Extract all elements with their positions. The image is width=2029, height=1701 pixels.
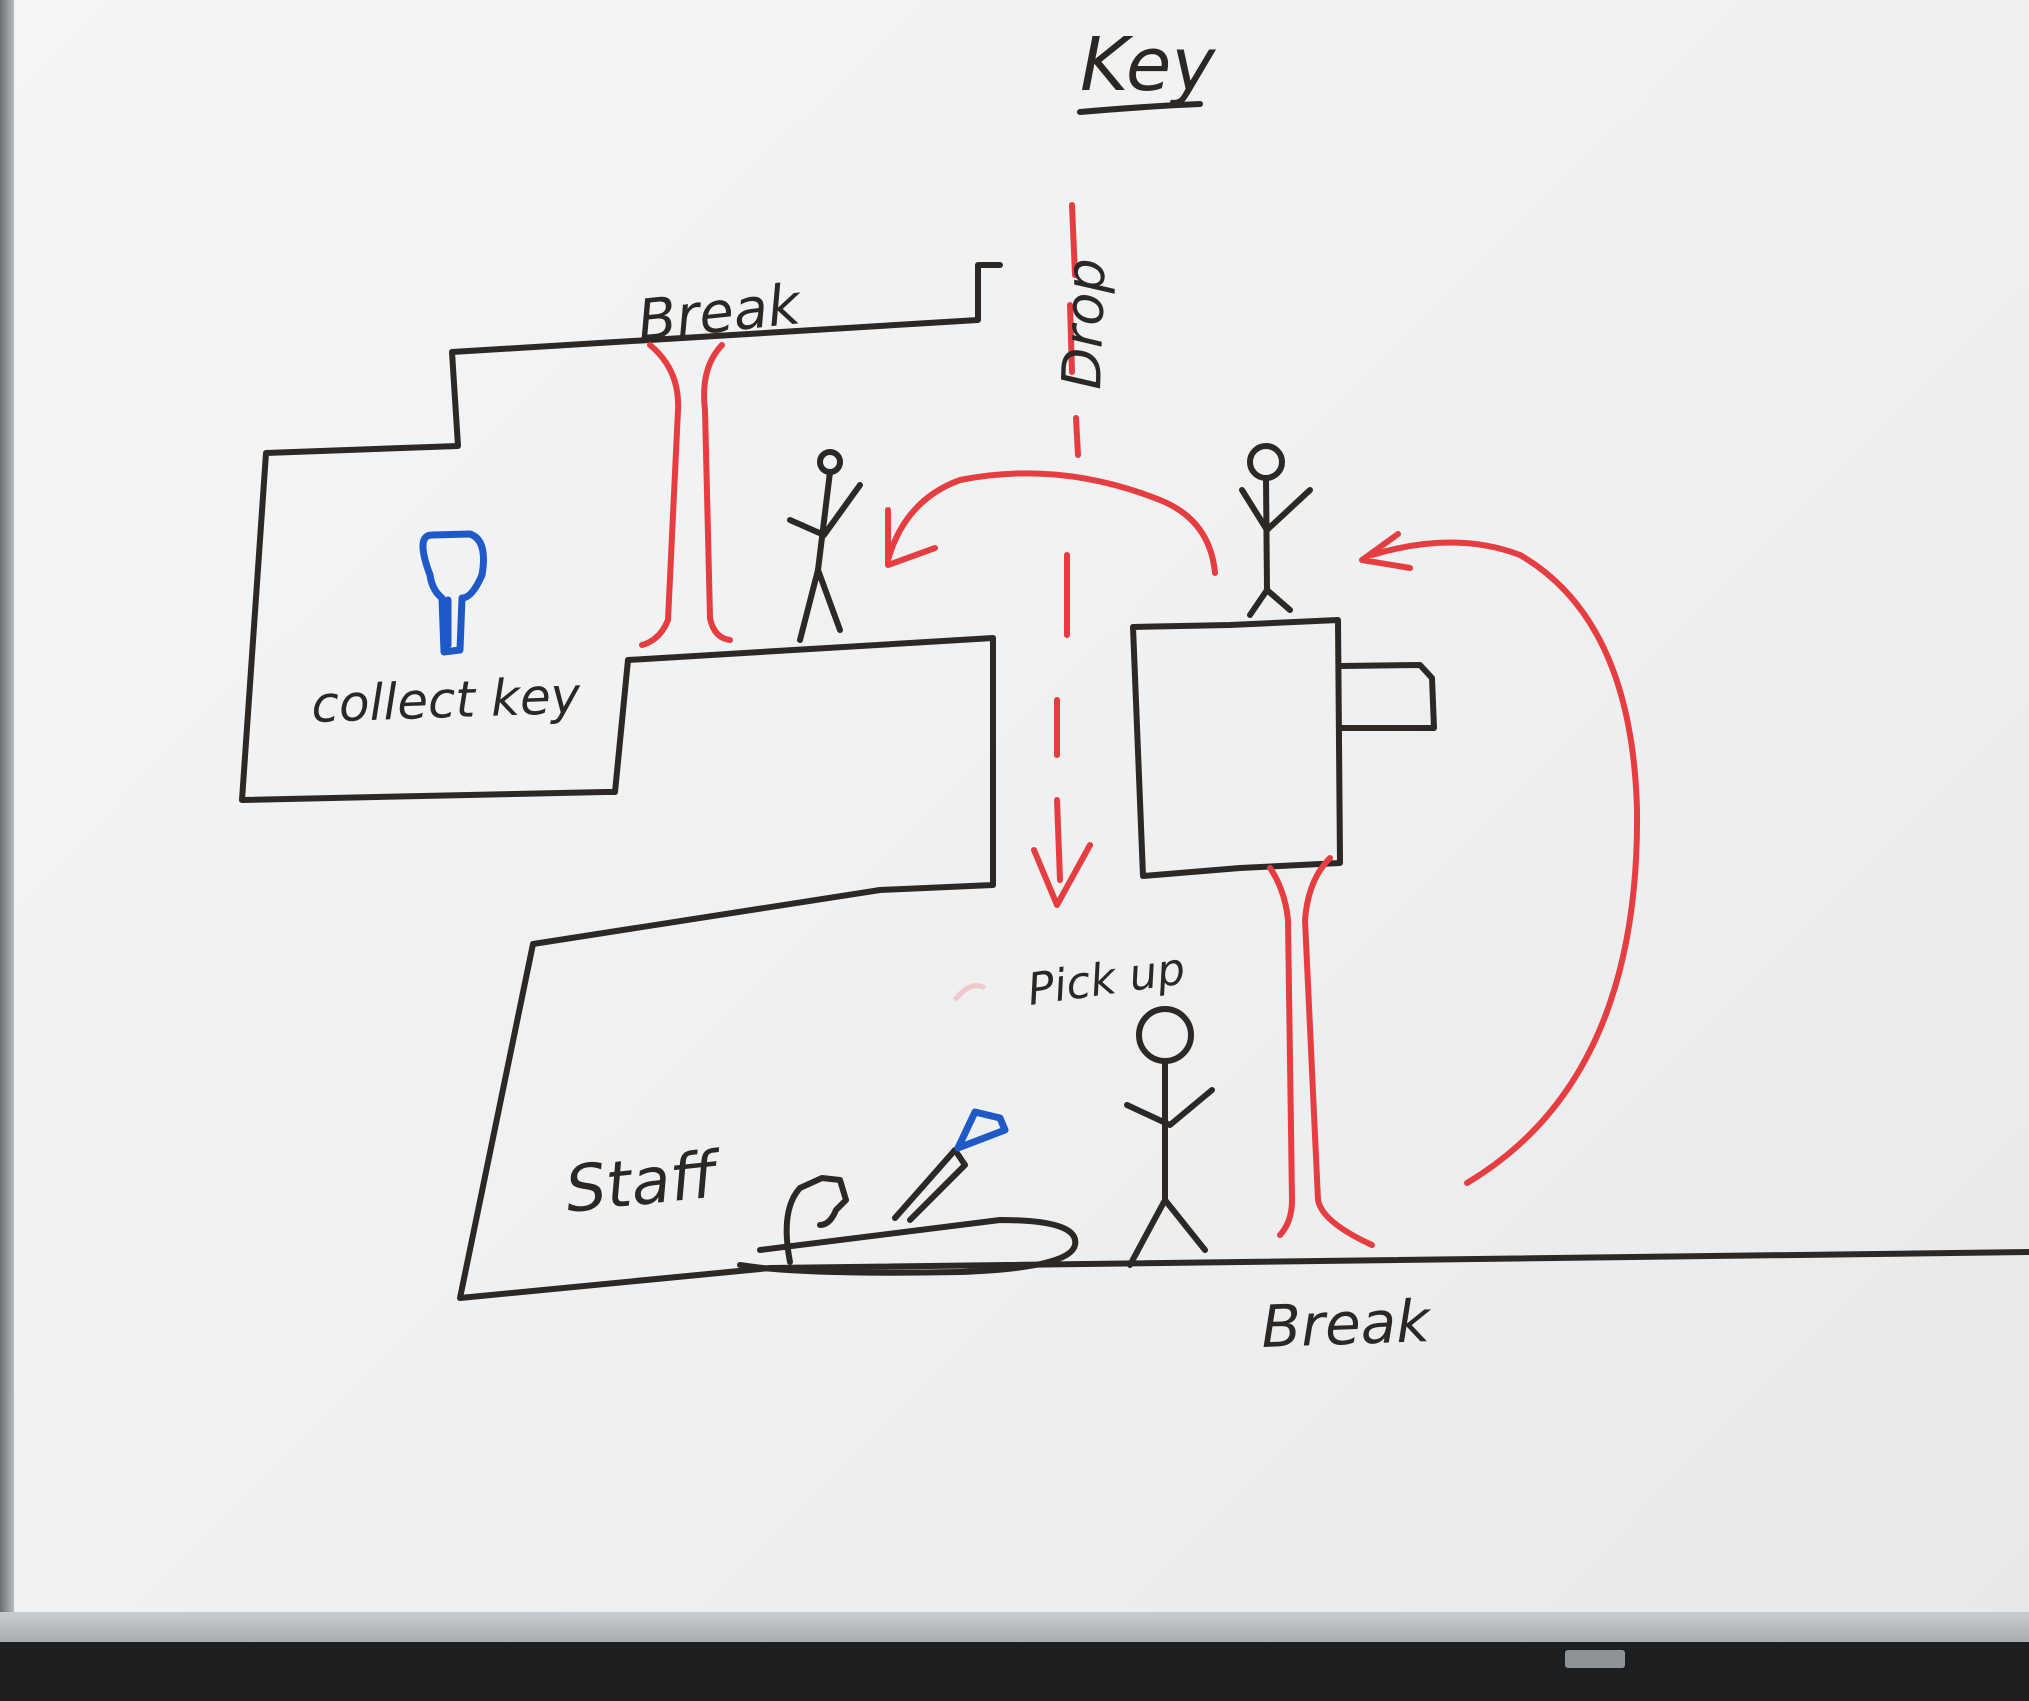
stick-figure-upper xyxy=(787,449,863,643)
key-icon xyxy=(419,530,487,656)
diagram-title: Key xyxy=(1080,22,1216,108)
jump-arrow-left-head xyxy=(885,507,938,568)
smudge-mark xyxy=(953,983,987,1002)
whiteboard-tray xyxy=(0,1612,2029,1642)
title-group: Key xyxy=(1077,22,1216,115)
label-drop: Drop xyxy=(1050,257,1118,390)
jump-arrow-left xyxy=(885,470,1218,576)
label-staff: Staff xyxy=(562,1138,727,1228)
label-pick-up: Pick up xyxy=(1024,943,1188,1016)
label-break-bottom: Break xyxy=(1260,1287,1433,1361)
staff-gem-icon xyxy=(954,1108,1009,1152)
jump-arrow-right-head xyxy=(1359,531,1413,571)
whiteboard-frame-left xyxy=(0,0,14,1701)
break-top-lines xyxy=(639,342,733,648)
tray-clip xyxy=(1565,1650,1625,1668)
title-underline xyxy=(1077,101,1203,115)
lower-room-outline xyxy=(457,941,2029,1301)
jump-arrow-right xyxy=(1359,531,1641,1186)
label-collect-key: collect key xyxy=(310,667,582,734)
right-block-nub xyxy=(1337,662,1437,731)
stick-figure-right xyxy=(1239,443,1313,618)
label-break-top: Break xyxy=(635,272,806,354)
stick-figure-bottom xyxy=(1124,1006,1215,1268)
background-floor xyxy=(0,1642,2029,1701)
right-block-outline xyxy=(1130,617,1343,879)
break-bottom-lines xyxy=(1267,855,1375,1248)
staff-item xyxy=(737,1108,1079,1276)
upper-left-room-step xyxy=(530,635,996,947)
drop-dashed-line xyxy=(1031,202,1093,908)
upper-left-room-outline xyxy=(239,262,1003,803)
drop-arrowhead xyxy=(1031,842,1093,908)
